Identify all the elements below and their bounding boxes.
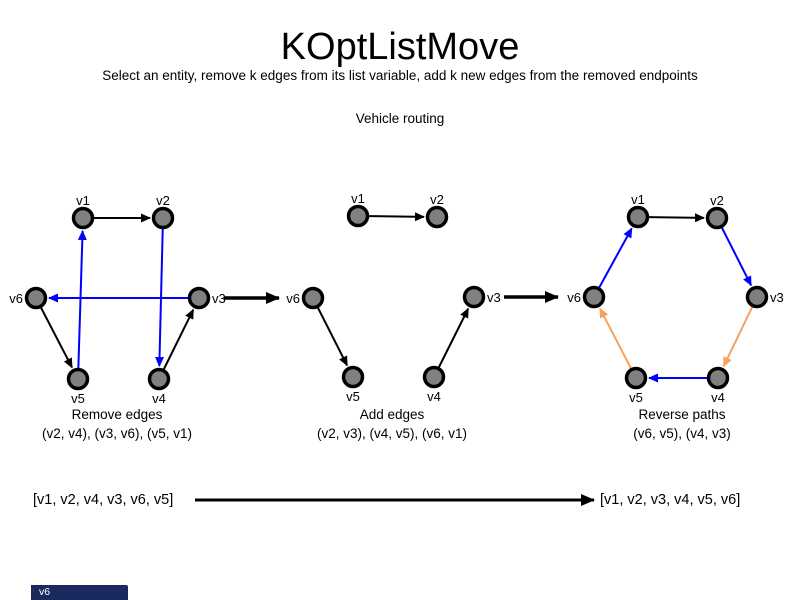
caption-remove-edges: Remove edges (v2, v4), (v3, v6), (v5, v1… xyxy=(0,405,247,443)
node-add-edges-v6 xyxy=(301,286,325,310)
node-reverse-paths-v2 xyxy=(705,206,729,230)
status-bubble: v6 xyxy=(31,585,128,600)
caption-add-detail: (v2, v3), (v4, v5), (v6, v1) xyxy=(316,426,468,441)
subtitle: Select an entity, remove k edges from it… xyxy=(102,68,698,83)
node-remove-edges-v5 xyxy=(66,367,90,391)
node-label-remove-edges-v6: v6 xyxy=(9,291,23,306)
node-label-remove-edges-v5: v5 xyxy=(71,391,85,406)
caption-reverse-detail: (v6, v5), (v4, v3) xyxy=(633,426,731,441)
node-label-reverse-paths-v3: v3 xyxy=(770,290,784,305)
edge-v3-v4 xyxy=(722,296,758,368)
node-label-remove-edges-v3: v3 xyxy=(212,291,226,306)
node-add-edges-v4 xyxy=(422,365,446,389)
edge-v6-v5 xyxy=(312,297,349,367)
node-label-reverse-paths-v2: v2 xyxy=(710,193,724,208)
caption-remove-detail: (v2, v4), (v3, v6), (v5, v1) xyxy=(41,426,193,441)
node-label-remove-edges-v2: v2 xyxy=(156,193,170,208)
caption-reverse-paths: Reverse paths (v6, v5), (v4, v3) xyxy=(552,405,800,443)
edge-v2-v4 xyxy=(155,217,165,368)
node-remove-edges-v1 xyxy=(71,206,95,230)
caption-add-title: Add edges xyxy=(359,407,425,422)
node-label-reverse-paths-v4: v4 xyxy=(711,390,725,405)
node-label-add-edges-v5: v5 xyxy=(346,389,360,404)
edge-v6-v1 xyxy=(593,227,633,298)
edge-v4-v3 xyxy=(158,308,195,380)
status-bubble-label: v6 xyxy=(39,586,51,598)
edge-v2-v3 xyxy=(716,217,753,287)
node-reverse-paths-v6 xyxy=(582,285,606,309)
edge-v5-v6 xyxy=(599,307,637,379)
node-label-add-edges-v1: v1 xyxy=(351,191,365,206)
edge-v4-v3 xyxy=(433,307,470,378)
node-label-reverse-paths-v6: v6 xyxy=(567,290,581,305)
node-label-remove-edges-v1: v1 xyxy=(76,193,90,208)
edge-v5-v1 xyxy=(77,229,87,380)
edge-v6-v5 xyxy=(35,297,73,369)
node-reverse-paths-v1 xyxy=(626,205,650,229)
node-remove-edges-v2 xyxy=(151,206,175,230)
node-add-edges-v2 xyxy=(425,205,449,229)
node-add-edges-v1 xyxy=(346,204,370,228)
node-label-add-edges-v4: v4 xyxy=(427,389,441,404)
node-label-add-edges-v2: v2 xyxy=(430,192,444,207)
scenario-label: Vehicle routing xyxy=(355,111,445,126)
node-reverse-paths-v4 xyxy=(706,366,730,390)
node-remove-edges-v6 xyxy=(24,286,48,310)
node-remove-edges-v4 xyxy=(147,367,171,391)
graph-reverse-paths: v1 v2 v3 v4 v5 v6 xyxy=(567,192,783,405)
node-add-edges-v3 xyxy=(462,285,486,309)
node-label-remove-edges-v4: v4 xyxy=(152,391,166,406)
caption-reverse-title: Reverse paths xyxy=(638,407,726,422)
node-label-add-edges-v6: v6 xyxy=(286,291,300,306)
graph-remove-edges: v1 v2 v3 v4 v5 v6 xyxy=(9,193,225,406)
caption-add-edges: Add edges (v2, v3), (v4, v5), (v6, v1) xyxy=(262,405,522,443)
node-label-reverse-paths-v1: v1 xyxy=(631,192,645,207)
list-before: [v1, v2, v4, v3, v6, v5] xyxy=(33,492,174,508)
node-reverse-paths-v5 xyxy=(624,366,648,390)
node-reverse-paths-v3 xyxy=(745,285,769,309)
node-label-add-edges-v3: v3 xyxy=(487,290,501,305)
node-add-edges-v5 xyxy=(341,365,365,389)
page-title: KOptListMove xyxy=(280,26,520,68)
graph-add-edges: v1 v2 v3 v4 v5 v6 xyxy=(286,191,500,404)
node-label-reverse-paths-v5: v5 xyxy=(629,390,643,405)
node-remove-edges-v3 xyxy=(187,286,211,310)
caption-remove-title: Remove edges xyxy=(71,407,163,422)
list-after: [v1, v2, v3, v4, v5, v6] xyxy=(600,492,741,508)
